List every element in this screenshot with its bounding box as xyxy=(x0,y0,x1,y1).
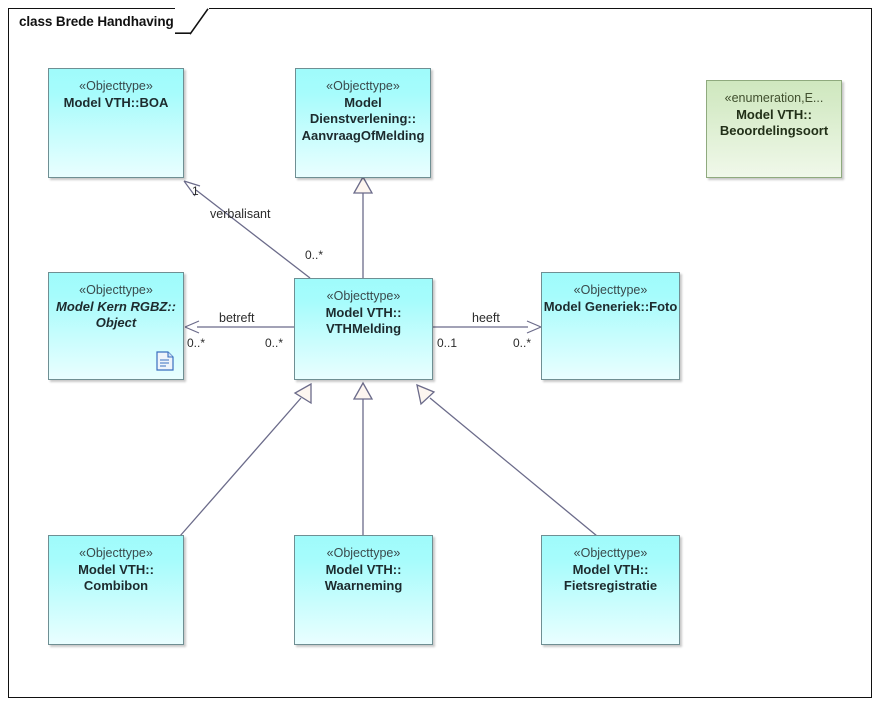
connector-heeft[interactable] xyxy=(433,320,542,334)
diagram-frame-tab: class Brede Handhaving xyxy=(8,8,209,35)
class-box-boa[interactable]: «Objecttype» Model VTH::BOA xyxy=(48,68,184,178)
connector-gen-fietsregistratie-vthmelding[interactable] xyxy=(416,383,598,537)
edge-mult-heeft-target: 0..* xyxy=(513,336,532,350)
class-box-aanvraagofmelding[interactable]: «Objecttype» Model Dienstverlening:: Aan… xyxy=(295,68,431,178)
class-stereotype: «Objecttype» xyxy=(326,79,400,93)
class-box-vthmelding[interactable]: «Objecttype» Model VTH:: VTHMelding xyxy=(294,278,433,380)
class-stereotype: «Objecttype» xyxy=(573,546,648,560)
class-stereotype: «Objecttype» xyxy=(326,289,401,303)
class-box-fietsregistratie[interactable]: «Objecttype» Model VTH:: Fietsregistrati… xyxy=(541,535,680,645)
diagram-title: class Brede Handhaving xyxy=(19,14,174,29)
class-name-line: AanvraagOfMelding xyxy=(301,127,425,143)
edge-label-betreft: betreft xyxy=(219,311,255,325)
class-name-line: Object xyxy=(95,315,137,330)
class-name-line: Dienstverlening:: xyxy=(309,111,417,126)
class-name-line: Model VTH:: xyxy=(572,561,649,577)
class-stereotype: «Objecttype» xyxy=(79,546,153,560)
class-box-foto[interactable]: «Objecttype» Model Generiek::Foto xyxy=(541,272,680,380)
diagram-frame xyxy=(8,8,872,698)
connector-gen-vthmelding-aanvraag[interactable] xyxy=(352,175,374,279)
class-name-line: Model Kern RGBZ:: xyxy=(56,298,176,314)
connector-betreft[interactable] xyxy=(184,320,294,334)
connector-gen-waarneming-vthmelding[interactable] xyxy=(352,381,374,536)
class-stereotype: «Objecttype» xyxy=(79,79,153,93)
edge-label-heeft: heeft xyxy=(472,311,500,325)
enumeration-box-beoordelingsoort[interactable]: «enumeration,E... Model VTH:: Beoordelin… xyxy=(706,80,842,178)
class-box-object[interactable]: «Objecttype» Model Kern RGBZ:: Object xyxy=(48,272,184,380)
class-name-line: Model VTH:: xyxy=(78,561,154,577)
class-box-waarneming[interactable]: «Objecttype» Model VTH:: Waarneming xyxy=(294,535,433,645)
class-name-line: Model VTH::BOA xyxy=(63,94,169,110)
class-name-line: Model VTH:: xyxy=(325,304,402,320)
connector-gen-combibon-vthmelding[interactable] xyxy=(179,382,312,537)
edge-mult-verbalisant-source: 0..* xyxy=(305,248,324,262)
class-stereotype: «Objecttype» xyxy=(326,546,401,560)
class-name-line: Fietsregistratie xyxy=(563,578,658,593)
class-box-combibon[interactable]: «Objecttype» Model VTH:: Combibon xyxy=(48,535,184,645)
edge-mult-betreft-target: 0..* xyxy=(187,336,206,350)
class-name-line: Waarneming xyxy=(324,578,403,593)
class-name-line: Beoordelingsoort xyxy=(719,123,829,138)
class-name-line: Model VTH:: xyxy=(325,561,402,577)
class-stereotype: «enumeration,E... xyxy=(724,91,824,105)
class-name-line: Model xyxy=(344,94,382,110)
class-name-line: VTHMelding xyxy=(325,321,402,336)
edge-mult-heeft-source: 0..1 xyxy=(437,336,458,350)
class-name-line: Model VTH:: xyxy=(736,106,812,122)
class-stereotype: «Objecttype» xyxy=(573,283,648,297)
class-stereotype: «Objecttype» xyxy=(79,283,153,297)
class-name-line: Combibon xyxy=(83,578,149,593)
connector-verbalisant[interactable] xyxy=(183,180,311,279)
edge-mult-betreft-source: 0..* xyxy=(265,336,284,350)
edge-label-verbalisant: verbalisant xyxy=(210,207,271,221)
edge-mult-verbalisant-target: 1 xyxy=(192,184,199,198)
document-icon xyxy=(156,351,174,371)
class-name-line: Model Generiek::Foto xyxy=(543,298,678,314)
